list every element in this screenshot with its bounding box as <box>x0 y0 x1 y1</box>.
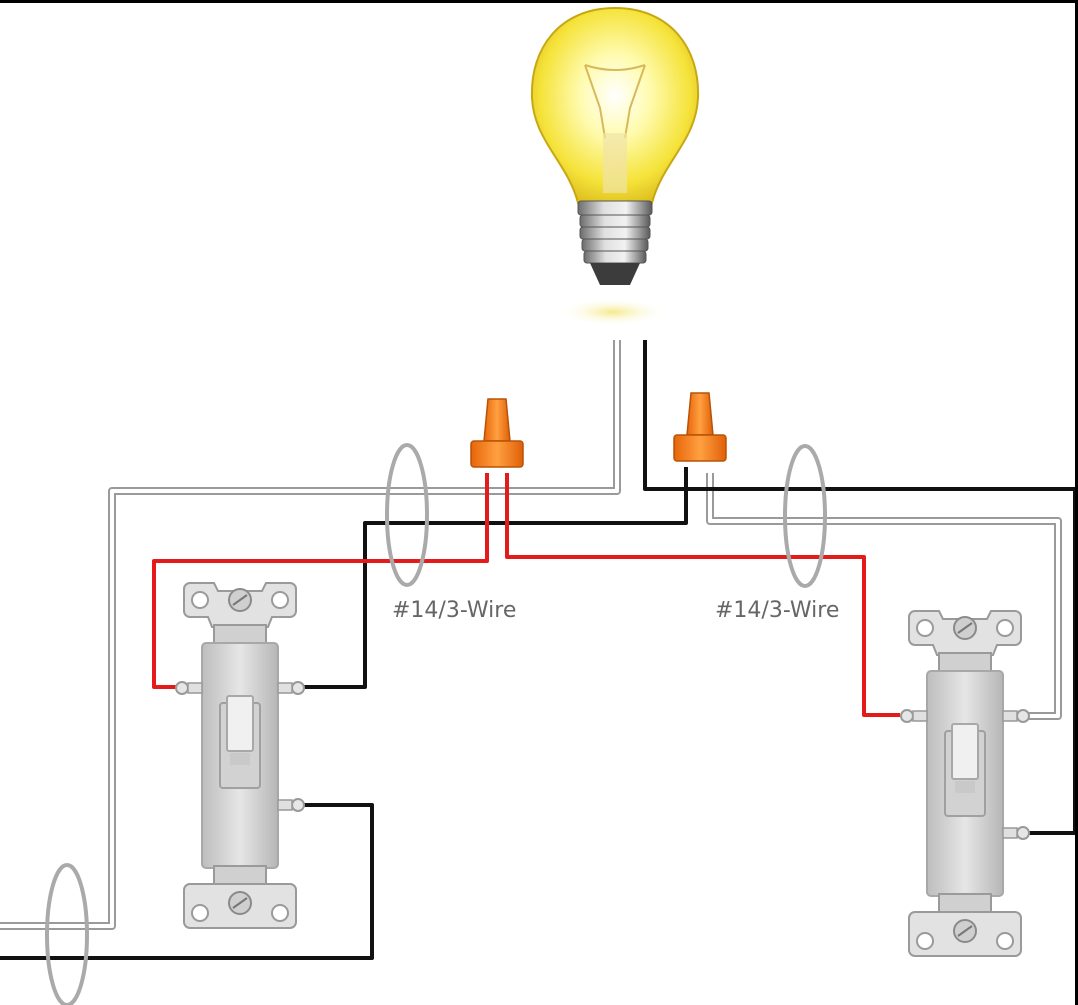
wire-label-right: #14/3-Wire <box>715 598 839 623</box>
red-traveler-right <box>505 473 900 717</box>
wire-label-left: #14/3-Wire <box>392 598 516 623</box>
wire-nut-icon <box>470 398 524 468</box>
cable-clamp-left <box>385 443 429 587</box>
red-traveler-left <box>152 473 489 689</box>
black-wire-left-traveler <box>302 467 688 689</box>
light-bulb-icon <box>530 6 700 326</box>
three-way-switch-icon <box>900 610 1030 957</box>
black-wire-supply <box>0 803 374 960</box>
wires <box>0 340 1075 960</box>
neutral-wire-right <box>706 473 1062 720</box>
hot-wire-lamp <box>643 340 1075 491</box>
wire-nut-icon <box>673 392 727 462</box>
hot-wire-right-common <box>1028 489 1075 835</box>
cable-clamp-bottom <box>45 863 89 1005</box>
diagram-canvas: #14/3-Wire #14/3-Wire <box>0 6 1075 1005</box>
cable-clamp-right <box>783 444 827 588</box>
three-way-switch-icon <box>175 582 305 929</box>
neutral-wire-left <box>0 340 621 930</box>
